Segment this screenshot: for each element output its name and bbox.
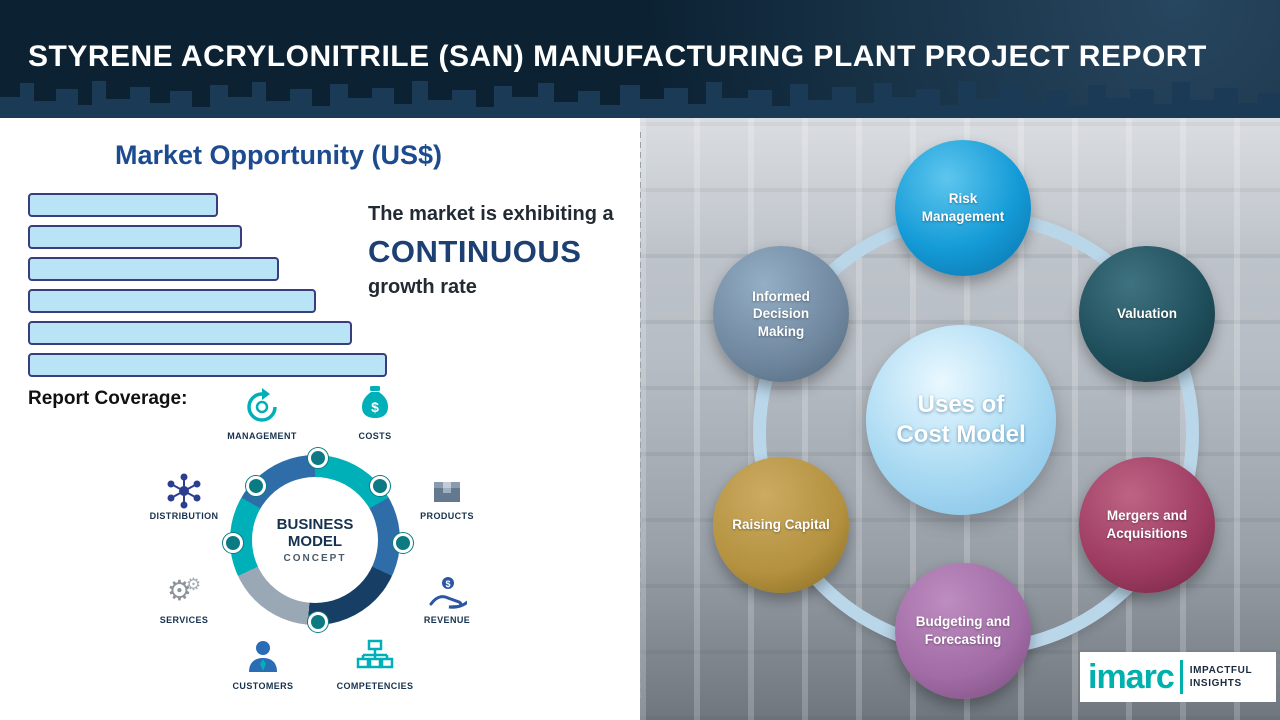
bar-5 bbox=[28, 321, 352, 345]
growth-suffix-text: growth rate bbox=[368, 276, 477, 298]
bm-subtitle: CONCEPT bbox=[283, 553, 347, 565]
center-label-line2: Cost Model bbox=[896, 421, 1026, 448]
business-model-center-label: BUSINESS MODEL CONCEPT bbox=[230, 455, 400, 625]
node-risk-management: Risk Management bbox=[895, 140, 1031, 276]
node-informed-decision-making: Informed Decision Making bbox=[713, 246, 849, 382]
bm-item-label: PRODUCTS bbox=[420, 511, 474, 521]
network-nodes-icon bbox=[156, 470, 212, 512]
ring-node-dot bbox=[223, 533, 243, 553]
logo-tagline: IMPACTFUL INSIGHTS bbox=[1190, 664, 1252, 690]
node-valuation: Valuation bbox=[1079, 246, 1215, 382]
bm-item-label: CUSTOMERS bbox=[232, 681, 294, 691]
box-icon bbox=[419, 468, 475, 510]
svg-text:$: $ bbox=[445, 579, 450, 589]
ring-node-dot bbox=[393, 533, 413, 553]
cost-model-center-circle: Uses of Cost Model bbox=[866, 325, 1056, 515]
center-label-line1: Uses of bbox=[917, 391, 1005, 418]
hand-coins-icon: $ bbox=[419, 573, 475, 615]
market-opportunity-heading: Market Opportunity (US$) bbox=[115, 140, 443, 170]
bar-2 bbox=[28, 225, 242, 249]
ring-node-dot bbox=[246, 476, 266, 496]
bm-item-label: DISTRIBUTION bbox=[149, 511, 219, 521]
ring-node-dot bbox=[370, 476, 390, 496]
sitemap-icon bbox=[347, 636, 403, 678]
bm-item-label: COSTS bbox=[358, 431, 392, 441]
node-label: Risk Management bbox=[921, 191, 1005, 224]
city-skyline-graphic bbox=[0, 81, 1280, 118]
node-raising-capital: Raising Capital bbox=[713, 457, 849, 593]
svg-text:$: $ bbox=[371, 399, 379, 415]
bm-title-line1: BUSINESS bbox=[276, 515, 354, 533]
bm-item-label: REVENUE bbox=[423, 615, 471, 625]
bm-item-label: SERVICES bbox=[159, 615, 209, 625]
imarc-logo: imarc IMPACTFUL INSIGHTS bbox=[1080, 652, 1276, 702]
logo-divider bbox=[1179, 660, 1183, 694]
header: STYRENE ACRYLONITRILE (SAN) MANUFACTURIN… bbox=[0, 0, 1280, 118]
growth-statement: The market is exhibiting a CONTINUOUS gr… bbox=[368, 203, 630, 299]
money-bag-icon: $ bbox=[347, 382, 403, 424]
node-label: Budgeting and Forecasting bbox=[915, 614, 1011, 647]
left-panel: Market Opportunity (US$) The market is e… bbox=[0, 118, 640, 720]
bm-item-label: MANAGEMENT bbox=[227, 431, 297, 441]
tagline-line1: IMPACTFUL bbox=[1189, 665, 1253, 676]
recycle-arrows-icon bbox=[234, 386, 290, 428]
growth-highlight-text: CONTINUOUS bbox=[368, 234, 582, 269]
report-coverage-label: Report Coverage: bbox=[28, 388, 188, 409]
tagline-line2: INSIGHTS bbox=[1189, 678, 1242, 689]
bar-6 bbox=[28, 353, 387, 377]
bm-item-label: COMPETENCIES bbox=[336, 681, 414, 691]
ring-node-dot bbox=[308, 612, 328, 632]
growth-intro-text: The market is exhibiting a bbox=[368, 203, 614, 225]
ring-node-dot bbox=[308, 448, 328, 468]
page-title: STYRENE ACRYLONITRILE (SAN) MANUFACTURIN… bbox=[28, 40, 1207, 73]
node-label: Valuation bbox=[1116, 306, 1177, 322]
market-opportunity-bar-chart bbox=[28, 193, 398, 385]
bar-4 bbox=[28, 289, 316, 313]
node-label: Raising Capital bbox=[732, 517, 830, 533]
gears-icon: ⚙⚙ bbox=[166, 574, 202, 607]
imarc-brand-text: imarc bbox=[1088, 658, 1175, 696]
node-label: Informed Decision Making bbox=[752, 288, 810, 339]
node-budgeting-forecasting: Budgeting and Forecasting bbox=[895, 563, 1031, 699]
bar-1 bbox=[28, 193, 218, 217]
dashed-divider bbox=[639, 132, 641, 698]
node-label: Mergers and Acquisitions bbox=[1106, 508, 1188, 541]
bm-title-line2: MODEL bbox=[287, 533, 343, 550]
bar-3 bbox=[28, 257, 279, 281]
node-mergers-acquisitions: Mergers and Acquisitions bbox=[1079, 457, 1215, 593]
person-icon bbox=[235, 636, 291, 678]
